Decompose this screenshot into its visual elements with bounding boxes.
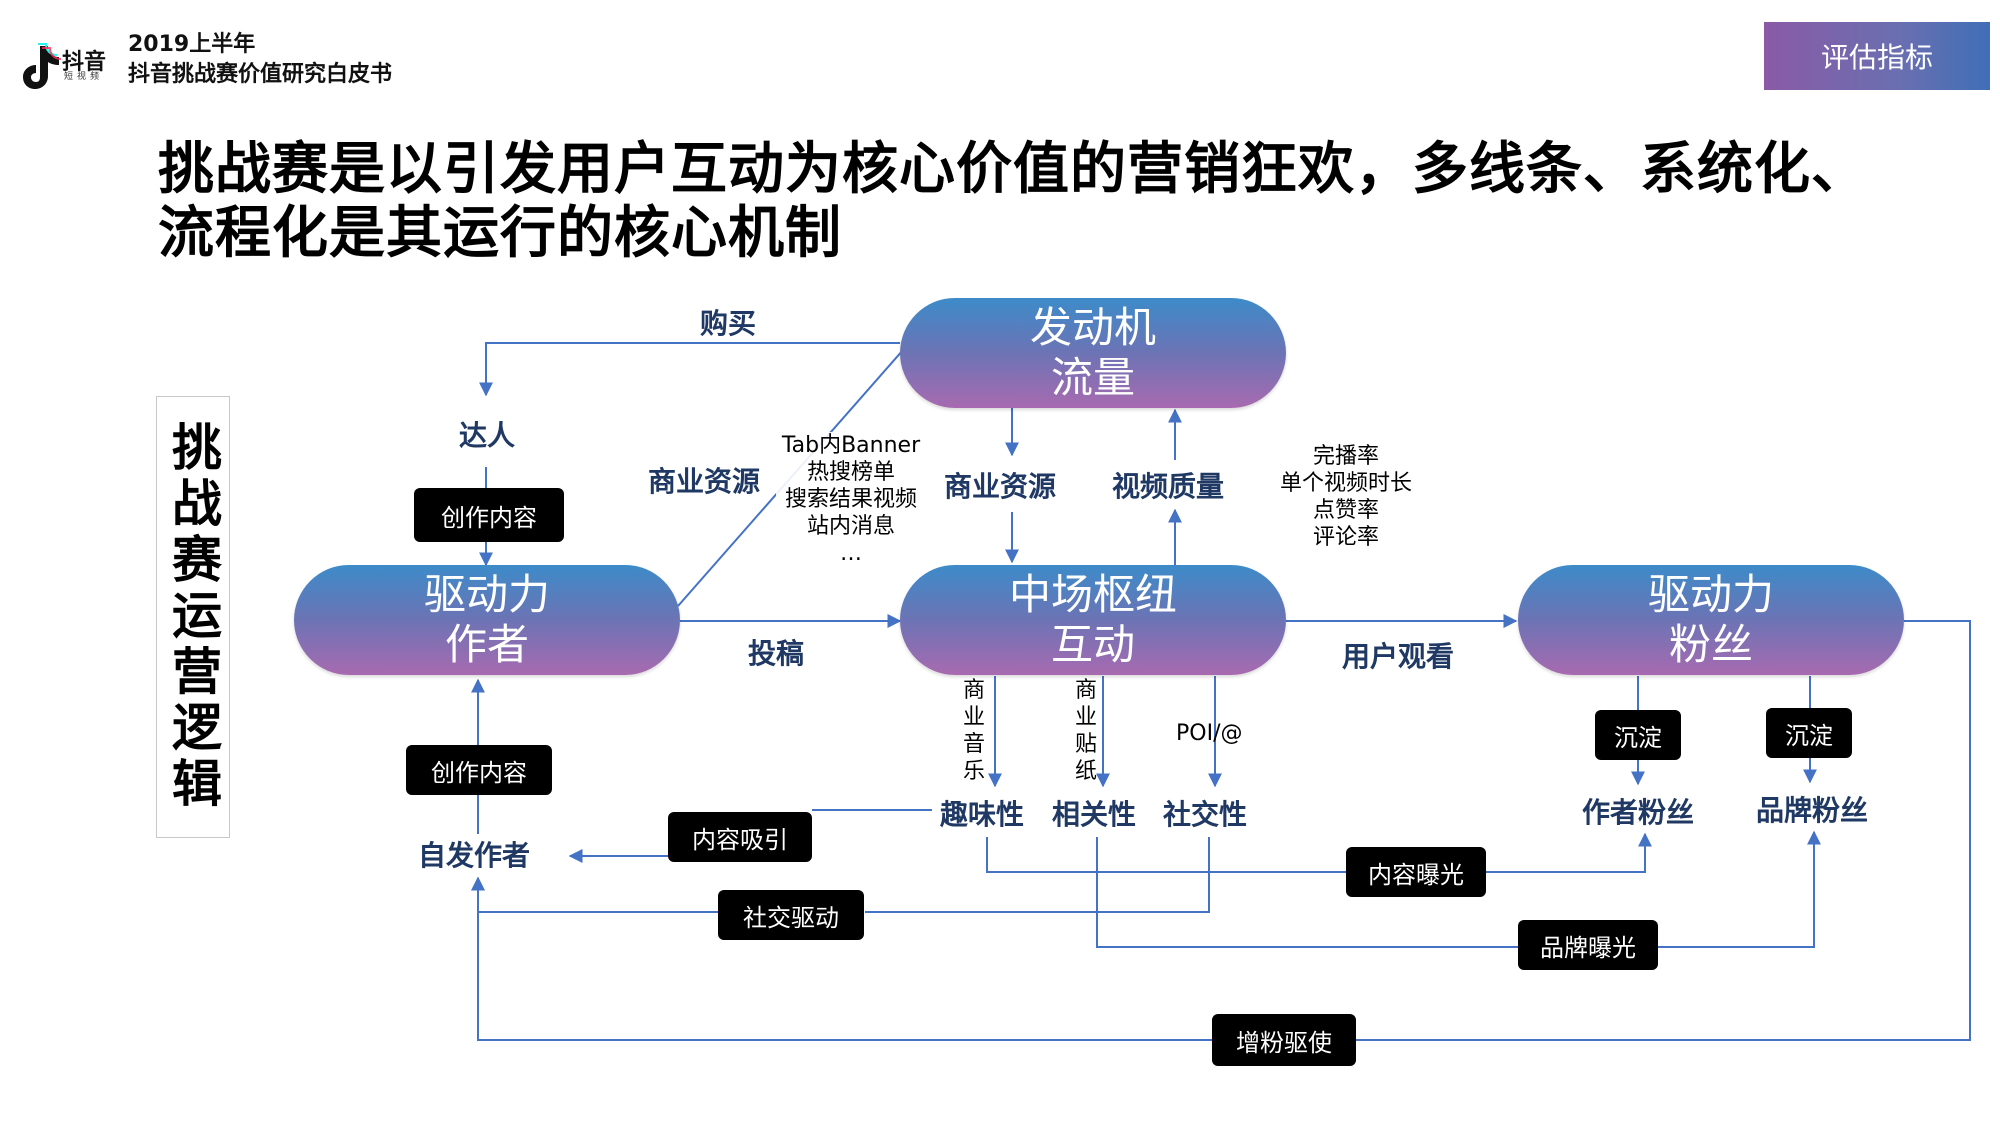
side-label-box: 挑战赛运营逻辑: [156, 396, 230, 838]
report-title-line2: 抖音挑战赛价值研究白皮书: [128, 62, 393, 87]
node-author-driver-line2: 作者: [444, 620, 529, 669]
line-buy: [479, 342, 900, 397]
box-content-attract: 内容吸引: [668, 812, 812, 862]
resource-item: 站内消息: [806, 514, 895, 539]
brand-subtitle: 短视频: [64, 72, 104, 82]
box-create-content-bottom: 创作内容: [406, 745, 552, 795]
label-author-fans: 作者粉丝: [1582, 796, 1695, 829]
section-tag: 评估指标: [1764, 22, 1990, 90]
label-biz-resource-left: 商业资源: [648, 465, 761, 498]
label-user-watch: 用户观看: [1342, 640, 1455, 673]
text-biz-sticker: 商业贴纸: [1074, 678, 1097, 784]
node-fan-driver: 驱动力 粉丝: [1518, 565, 1904, 675]
node-hub: 中场枢纽 互动: [900, 565, 1286, 675]
label-influencer: 达人: [459, 419, 516, 452]
box-brand-exposure: 品牌曝光: [1518, 920, 1658, 970]
label-self-author: 自发作者: [418, 839, 531, 872]
label-submit: 投稿: [748, 637, 805, 670]
box-settle-author: 沉淀: [1595, 710, 1681, 760]
tiktok-logo-icon: [23, 43, 62, 89]
node-author-driver-line1: 驱动力: [423, 570, 550, 619]
node-author-driver: 驱动力 作者: [294, 565, 680, 675]
node-engine-line2: 流量: [1050, 353, 1135, 402]
metric-item: 完播率: [1312, 444, 1379, 469]
report-title: 2019上半年 抖音挑战赛价值研究白皮书: [128, 30, 392, 90]
node-engine-line1: 发动机: [1029, 303, 1156, 352]
text-poi: POI/@: [1176, 721, 1243, 746]
box-content-exposure: 内容曝光: [1346, 847, 1486, 897]
side-label: 挑战赛运营逻辑: [164, 421, 222, 813]
page-title-line1: 挑战赛是以引发用户互动为核心价值的营销狂欢，多线条、系统化、: [158, 137, 1868, 202]
page-title-line2: 流程化是其运行的核心机制: [158, 201, 842, 266]
box-settle-brand: 沉淀: [1766, 708, 1852, 758]
resource-list: Tab内Banner 热搜榜单 搜索结果视频 站内消息 …: [776, 432, 926, 567]
label-brand-fans: 品牌粉丝: [1756, 794, 1869, 827]
page-title: 挑战赛是以引发用户互动为核心价值的营销狂欢，多线条、系统化、 流程化是其运行的核…: [158, 138, 1958, 266]
resource-item: 热搜榜单: [806, 460, 895, 485]
metric-item: 单个视频时长: [1279, 471, 1412, 496]
node-hub-line1: 中场枢纽: [1008, 570, 1177, 619]
label-fun: 趣味性: [940, 798, 1025, 831]
label-video-quality: 视频质量: [1112, 470, 1225, 503]
resource-item: …: [840, 541, 862, 566]
box-fan-boost: 增粉驱使: [1212, 1014, 1356, 1066]
box-social-drive: 社交驱动: [718, 890, 864, 940]
brand-name: 抖音: [62, 50, 107, 75]
resource-item: 搜索结果视频: [784, 487, 917, 512]
resource-item: Tab内Banner: [781, 433, 921, 458]
box-create-content-top: 创作内容: [414, 488, 564, 542]
node-fan-driver-line2: 粉丝: [1668, 620, 1753, 669]
label-biz-resource-mid: 商业资源: [944, 470, 1057, 503]
node-engine: 发动机 流量: [900, 298, 1286, 408]
metric-item: 点赞率: [1312, 498, 1379, 523]
metric-item: 评论率: [1312, 525, 1379, 550]
node-hub-line2: 互动: [1050, 620, 1135, 669]
label-buy: 购买: [700, 307, 757, 340]
text-biz-music: 商业音乐: [962, 678, 985, 784]
node-fan-driver-line1: 驱动力: [1647, 570, 1774, 619]
quality-metrics: 完播率 单个视频时长 点赞率 评论率: [1274, 443, 1418, 551]
report-title-line1: 2019上半年: [128, 32, 256, 57]
label-relevance: 相关性: [1052, 798, 1137, 831]
label-social: 社交性: [1163, 798, 1248, 831]
